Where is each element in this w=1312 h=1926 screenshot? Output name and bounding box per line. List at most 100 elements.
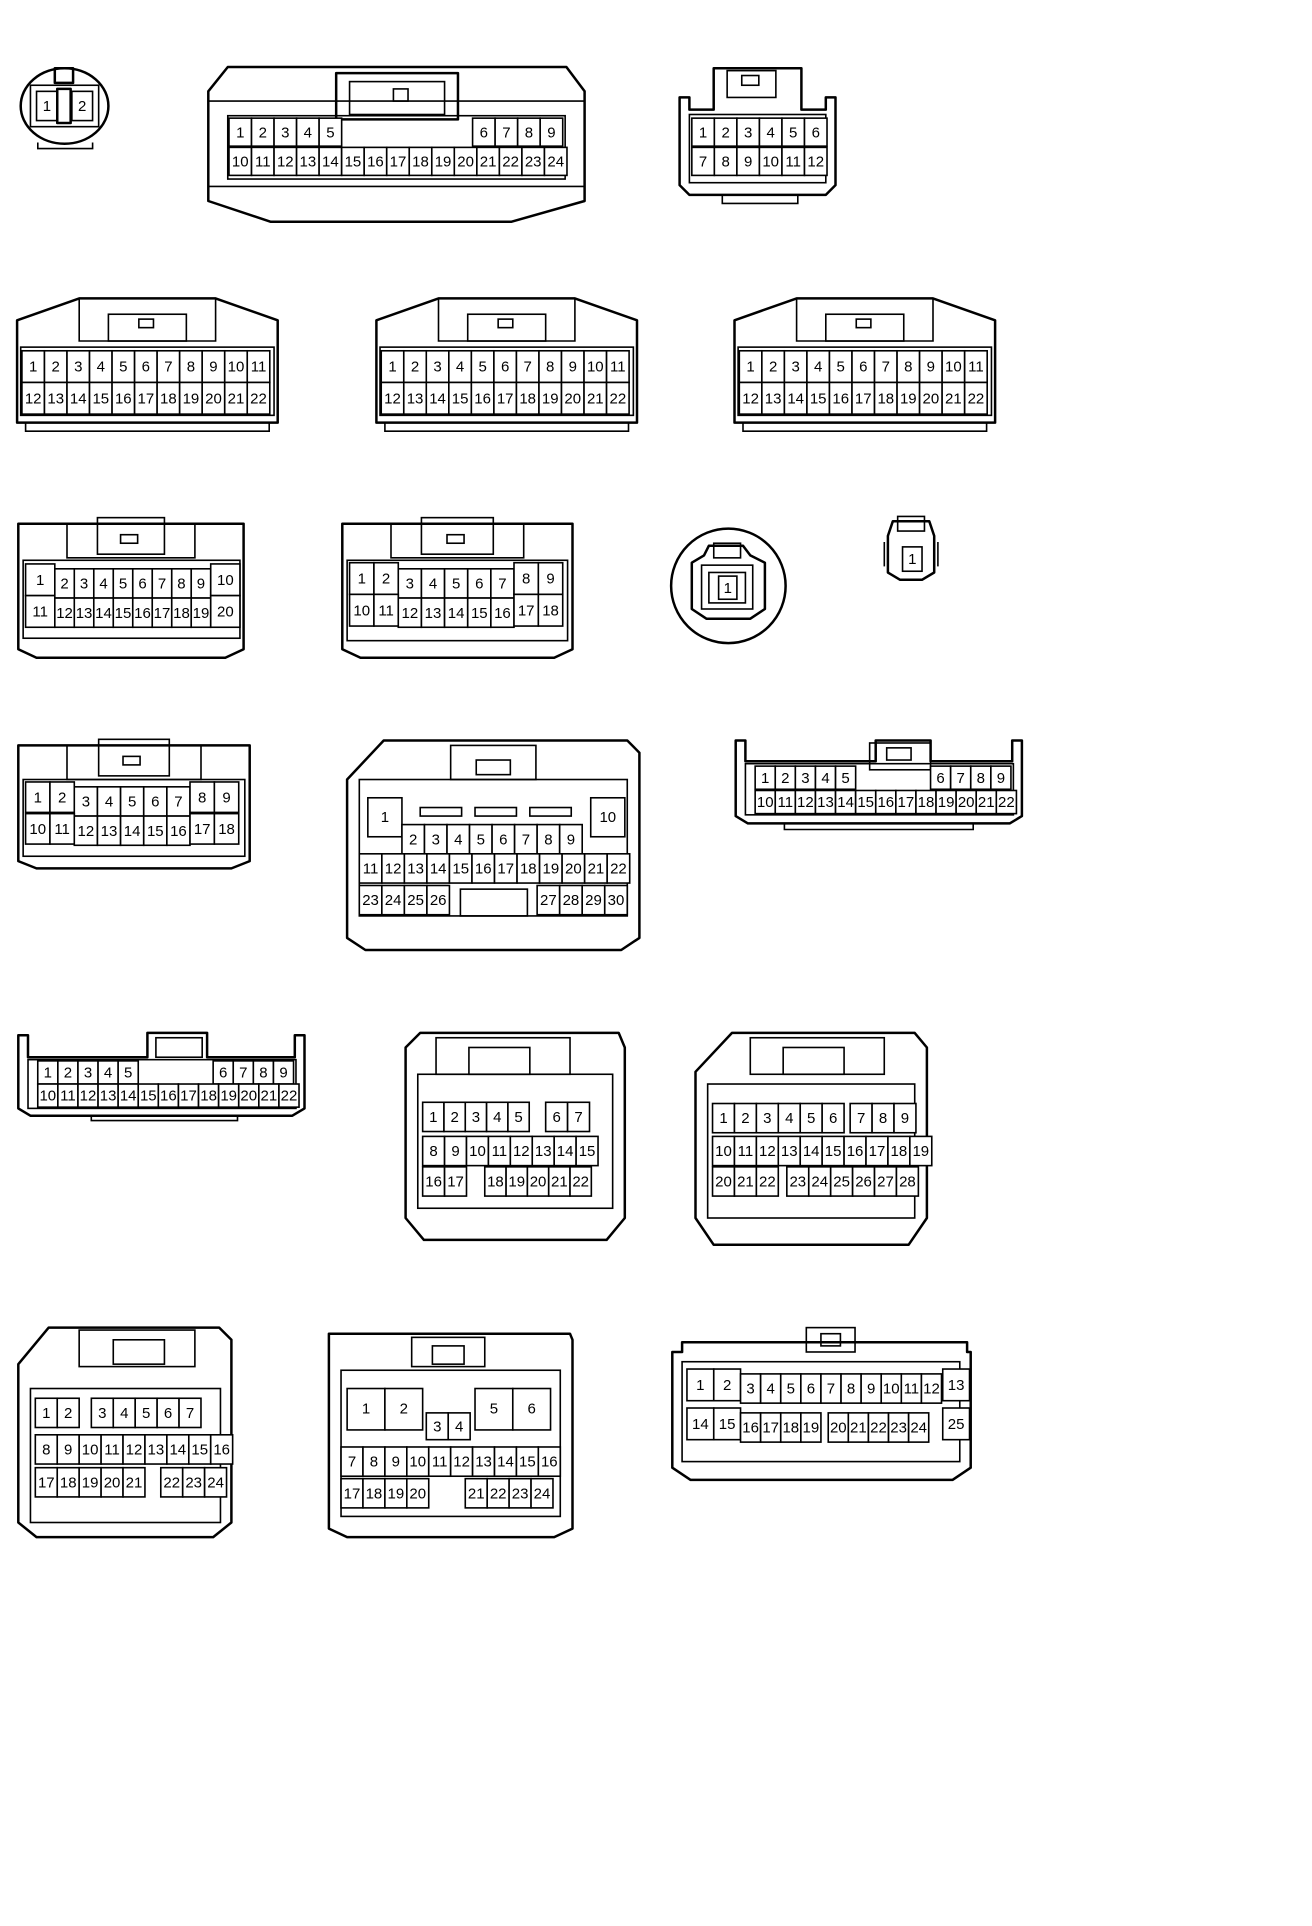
- pin-7: 7: [151, 568, 173, 599]
- pin-number: 7: [158, 576, 166, 593]
- pin-number: 12: [742, 390, 759, 407]
- pin-number: 18: [782, 1420, 799, 1437]
- pin-16: 16: [111, 381, 136, 415]
- pin-number: 9: [546, 571, 554, 588]
- pin-number: 5: [807, 1110, 815, 1127]
- pin-number: 9: [451, 1143, 459, 1160]
- pin-number: 10: [945, 359, 962, 376]
- pin-number: 10: [757, 794, 774, 811]
- s7-latch-tab: [112, 1339, 166, 1365]
- pin-cell: [963, 381, 988, 415]
- pin-number: 13: [407, 861, 424, 878]
- pin-14: 14: [686, 1407, 715, 1441]
- pin-number: 7: [524, 359, 532, 376]
- pin-number: 21: [228, 390, 245, 407]
- pin-14: 14: [425, 381, 450, 415]
- pin-cell: [213, 812, 240, 845]
- j13-cavity: [19, 346, 275, 417]
- pin-5: 5: [828, 349, 853, 384]
- pin-number: 2: [741, 1110, 749, 1127]
- pin-number: 10: [715, 1143, 732, 1160]
- pin-13: 13: [777, 1135, 802, 1167]
- pin-number: 14: [124, 823, 141, 840]
- pin-number: 13: [101, 823, 118, 840]
- pin-number: 10: [469, 1143, 486, 1160]
- pin-cell: [178, 1397, 202, 1429]
- connector-o2: 1: [669, 527, 787, 645]
- pin-11: 11: [963, 349, 988, 384]
- pin-cell: [537, 1446, 562, 1478]
- pin-number: 11: [255, 153, 271, 170]
- pin-number: 17: [194, 821, 211, 838]
- pin-cell: [384, 1387, 424, 1431]
- o2-housing: [690, 544, 767, 620]
- pin-6: 6: [131, 568, 154, 599]
- s18-shell: [327, 1332, 574, 1539]
- j4-latch: [726, 69, 777, 99]
- pin-8: 8: [513, 561, 540, 596]
- pin-21: 21: [847, 1412, 870, 1443]
- pin-19: 19: [217, 1083, 240, 1108]
- pin-cell: [537, 561, 564, 596]
- pin-cell: [189, 812, 216, 845]
- pin-number: 6: [829, 1110, 837, 1127]
- pin-1: 1: [711, 1102, 736, 1134]
- pin-number: 4: [767, 124, 775, 141]
- pin-16: 16: [828, 381, 853, 415]
- pin-number: 8: [522, 571, 530, 588]
- s18-cavity: [340, 1369, 562, 1518]
- pin-4: 4: [758, 117, 783, 147]
- l24-latch: [825, 313, 905, 342]
- pin-number: 8: [847, 1381, 855, 1398]
- pin-number: 11: [492, 1143, 508, 1160]
- pin-1: 1: [686, 1368, 715, 1402]
- pin-number: 16: [832, 390, 849, 407]
- pin-number: 27: [877, 1174, 894, 1191]
- pin-number: 9: [744, 153, 752, 170]
- pin-5: 5: [117, 1060, 140, 1085]
- pin-21: 21: [258, 1083, 280, 1108]
- pin-number: 6: [552, 1109, 560, 1126]
- pin-number: 5: [478, 359, 486, 376]
- pin-number: 6: [151, 794, 159, 811]
- pin-3: 3: [66, 349, 91, 384]
- pin-number: 11: [904, 1381, 920, 1398]
- pin-11: 11: [487, 1135, 512, 1167]
- pin-number: 14: [322, 153, 339, 170]
- pin-cell: [920, 1373, 943, 1404]
- pin-number: 13: [100, 1088, 117, 1105]
- pin-2: 2: [401, 823, 426, 855]
- pin-17: 17: [443, 1166, 468, 1197]
- pin-number: 24: [910, 1420, 927, 1437]
- pin-cell: [278, 1083, 300, 1108]
- pin-number: 5: [837, 359, 845, 376]
- pin-22: 22: [995, 789, 1018, 815]
- pin-3: 3: [273, 117, 298, 147]
- pin-1: 1: [21, 349, 46, 384]
- pin-12: 12: [738, 381, 763, 415]
- pin-cell: [907, 1412, 930, 1443]
- pin-20: 20: [201, 381, 226, 415]
- pin-5: 5: [318, 117, 343, 147]
- pin-number: 18: [519, 390, 536, 407]
- pin-number: 4: [454, 831, 462, 848]
- g3-latch: [334, 71, 460, 121]
- pin-number: 20: [565, 861, 582, 878]
- pin-4: 4: [92, 568, 115, 599]
- pin-number: 19: [82, 1474, 99, 1491]
- pin-21: 21: [583, 381, 608, 415]
- pin-cell: [803, 146, 828, 177]
- pin-number: 12: [453, 1454, 470, 1471]
- pin-number: 12: [385, 861, 402, 878]
- s5-latch: [435, 1036, 571, 1076]
- o2-cavity: [708, 571, 747, 604]
- pin-number: 13: [407, 390, 424, 407]
- pin-number: 3: [763, 1110, 771, 1127]
- pin-17: 17: [151, 597, 173, 629]
- pin-cell: [569, 1166, 593, 1197]
- pin-cell: [530, 1477, 554, 1509]
- pin-number: 1: [236, 124, 244, 141]
- connector-p3: 1: [883, 515, 939, 582]
